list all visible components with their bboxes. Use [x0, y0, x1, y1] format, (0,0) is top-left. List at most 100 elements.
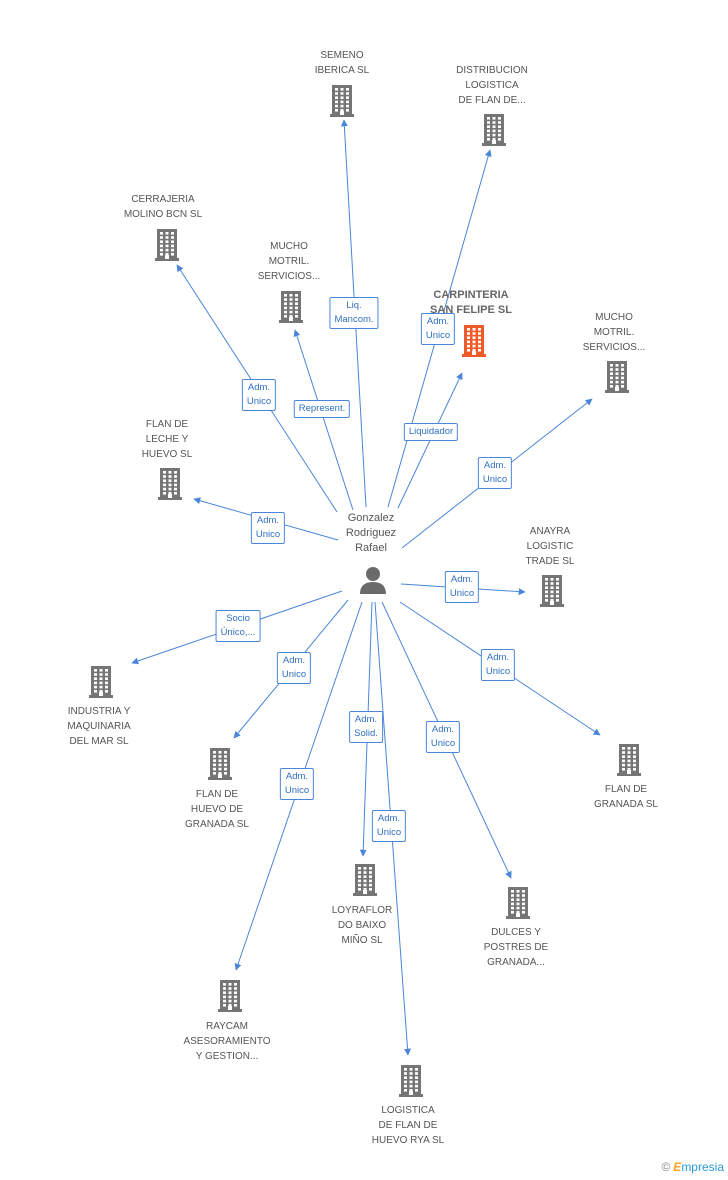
edge-label-line: Unico — [246, 396, 272, 407]
edge-label-line: Adm. — [377, 813, 401, 824]
company-label-line: MAQUINARIA — [67, 721, 131, 732]
company-label-line: GRANADA SL — [594, 799, 658, 810]
building-icon[interactable] — [208, 748, 232, 780]
edge-label-line: Socio — [226, 613, 250, 624]
company-label-line: POSTRES DE — [483, 942, 549, 953]
company-label-line: LECHE Y — [145, 434, 189, 445]
building-icon[interactable] — [330, 85, 354, 117]
brand-initial: E — [673, 1160, 682, 1174]
edge-label-line: Unico — [376, 827, 402, 838]
edge-label-semeno[interactable]: Liq.Mancom. — [329, 297, 379, 329]
edge-label-anayra[interactable]: Adm. Unico — [444, 571, 480, 603]
edge-label-logistica[interactable]: Adm. Unico — [371, 810, 407, 842]
edge-label-dulces[interactable]: Adm.Unico — [425, 721, 461, 753]
edge-label-line: Adm. — [282, 655, 306, 666]
company-label-line: SEMENO — [320, 50, 364, 61]
building-icon[interactable] — [158, 468, 182, 500]
edge-label-flanhuevo[interactable]: Adm.Unico — [276, 652, 312, 684]
company-label-carpinteria[interactable]: CARPINTERIA SAN FELIPE SL — [406, 288, 536, 318]
company-label-line: LOGISTICA — [381, 1105, 435, 1116]
company-label-line: LOGISTICA — [465, 80, 519, 91]
building-icon[interactable] — [399, 1065, 423, 1097]
company-label-line: DE FLAN DE — [378, 1120, 438, 1131]
company-label-line: MUCHO — [270, 241, 308, 252]
edge-label-line: Liq. — [346, 300, 362, 311]
edge-label-line: Liquidador — [408, 426, 454, 437]
company-label-line: GRANADA SL — [185, 819, 249, 830]
edge-label-mucho2[interactable]: Adm.Unico — [477, 457, 513, 489]
company-label-line: ANAYRA — [529, 526, 571, 537]
company-label-line: DISTRIBUCION — [456, 65, 528, 76]
company-label-line: LOGISTIC — [526, 541, 574, 552]
edge-label-line: Unico — [485, 666, 511, 677]
company-label-line: SERVICIOS... — [257, 271, 321, 282]
building-icon[interactable] — [617, 744, 641, 776]
company-label-loyraflor[interactable]: LOYRAFLOR DO BAIXO MIÑO SL — [297, 903, 427, 948]
edge-label-mucho1[interactable]: Represent. — [293, 400, 351, 418]
person-label: Gonzalez Rodriguez Rafael — [321, 511, 421, 556]
building-icon[interactable] — [540, 575, 564, 607]
company-label-flangranada[interactable]: FLAN DE GRANADA SL — [561, 782, 691, 812]
company-label-line: MIÑO SL — [341, 935, 383, 946]
edge-label-line: Unico — [430, 738, 456, 749]
company-label-line: SAN FELIPE SL — [430, 304, 512, 316]
company-label-line: CARPINTERIA — [433, 289, 509, 301]
edge-mucho1 — [293, 329, 354, 511]
building-icon[interactable] — [218, 980, 242, 1012]
company-label-line: FLAN DE — [195, 789, 239, 800]
brand-name: mpresia — [681, 1160, 724, 1174]
edge-label-cerrajeria[interactable]: Adm.Unico — [241, 379, 277, 411]
edge-label-line: Unico — [449, 588, 475, 599]
building-icon[interactable] — [462, 325, 486, 357]
building-icon[interactable] — [353, 864, 377, 896]
company-label-line: FLAN DE — [145, 419, 189, 430]
building-icon[interactable] — [89, 666, 113, 698]
company-label-line: FLAN DE — [604, 784, 648, 795]
company-label-line: SERVICIOS... — [582, 342, 646, 353]
edge-label-line: Solid. — [354, 728, 378, 739]
edge-label-line: Adm. — [486, 652, 510, 663]
edge-label-carpinteria[interactable]: Liquidador — [403, 423, 459, 441]
edge-label-distribucion[interactable]: Adm.Unico — [420, 313, 456, 345]
company-label-line: DO BAIXO — [337, 920, 387, 931]
brand-logo[interactable]: ©Empresia — [661, 1160, 724, 1174]
company-label-line: Y GESTION... — [195, 1051, 259, 1062]
edge-label-raycam[interactable]: Adm.Unico — [279, 768, 315, 800]
company-label-line: DULCES Y — [491, 927, 541, 938]
edge-label-line: Adm. — [256, 515, 280, 526]
building-icon[interactable] — [506, 887, 530, 919]
company-label-line: CERRAJERIA — [131, 194, 195, 205]
company-label-line: LOYRAFLOR — [331, 905, 393, 916]
person-icon[interactable] — [358, 565, 388, 595]
copyright-symbol: © — [661, 1160, 671, 1174]
company-label-line: DEL MAR SL — [69, 736, 129, 747]
company-label-line: MUCHO — [595, 312, 633, 323]
edge-label-line: Único,... — [220, 627, 256, 638]
edge-label-line: Adm. — [450, 574, 474, 585]
edge-label-line: Adm. — [426, 316, 450, 327]
edge-label-loyraflor[interactable]: Adm.Solid. — [349, 711, 383, 743]
building-icon[interactable] — [279, 291, 303, 323]
edge-label-flanleche[interactable]: Adm.Unico — [250, 512, 286, 544]
building-icon[interactable] — [482, 114, 506, 146]
edge-label-line: Represent. — [298, 403, 346, 414]
building-icon[interactable] — [155, 229, 179, 261]
edge-label-flangranada[interactable]: Adm. Unico — [480, 649, 516, 681]
building-icon[interactable] — [605, 361, 629, 393]
company-label-line: RAYCAM — [205, 1021, 249, 1032]
edge-label-line: Unico — [284, 785, 310, 796]
